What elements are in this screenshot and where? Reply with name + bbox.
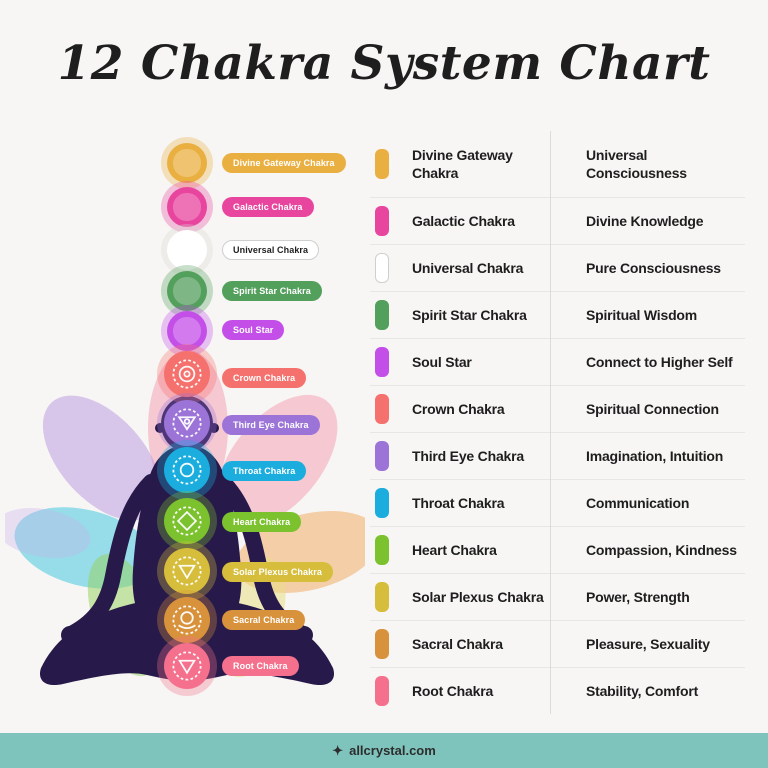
- chakra-dot-root: [157, 636, 217, 696]
- chakra-color-pill: [375, 535, 389, 565]
- footer-bar: ✦ allcrystal.com: [0, 733, 768, 768]
- table-column-divider: [550, 131, 551, 714]
- chakra-color-pill: [375, 488, 389, 518]
- chakra-color-pill: [375, 394, 389, 424]
- table-row: Heart Chakra Compassion, Kindness: [370, 527, 745, 574]
- chakra-dot-throat: [157, 440, 217, 500]
- chakra-color-pill: [375, 149, 389, 179]
- chakra-color-pill: [375, 300, 389, 330]
- page-title: 12 Chakra System Chart: [57, 36, 711, 91]
- table-row: Root Chakra Stability, Comfort: [370, 668, 745, 714]
- person-ear: [209, 423, 219, 433]
- chakra-meaning: Pleasure, Sexuality: [586, 635, 710, 652]
- chakra-meaning: Imagination, Intuition: [586, 447, 724, 464]
- chakra-meaning: Compassion, Kindness: [586, 541, 737, 558]
- lotus-petal: [5, 507, 91, 559]
- lotus-petal: [42, 395, 162, 521]
- chakra-name: Spirit Star Chakra: [412, 306, 527, 323]
- chakra-dot-divine-gateway: [161, 137, 213, 189]
- chakra-name: Soul Star: [412, 353, 472, 370]
- chakra-dot-third-eye: [157, 393, 217, 453]
- chakra-meaning: Pure Consciousness: [586, 259, 721, 276]
- throat-chakra-glyph: [172, 455, 202, 485]
- chakra-dot-heart: [157, 491, 217, 551]
- chakra-color-pill: [375, 206, 389, 236]
- chakra-name: Third Eye Chakra: [412, 447, 524, 464]
- chakra-color-pill: [375, 676, 389, 706]
- chakra-color-pill: [375, 629, 389, 659]
- chakra-meaning: Spiritual Wisdom: [586, 306, 698, 323]
- chakra-label-heart: Heart Chakra: [222, 512, 302, 532]
- chakra-label-universal: Universal Chakra: [222, 240, 320, 260]
- chakra-name: Heart Chakra: [412, 541, 497, 558]
- chakra-dot-sacral: [157, 590, 217, 650]
- chakra-meaning: Stability, Comfort: [586, 682, 699, 699]
- chakra-color-pill: [375, 582, 389, 612]
- chakra-meaning: Universal Consciousness: [586, 146, 687, 181]
- chakra-name: Universal Chakra: [412, 259, 524, 276]
- chakra-dot-universal: [161, 224, 213, 276]
- chakra-meaning: Divine Knowledge: [586, 212, 704, 229]
- chakra-name: Root Chakra: [412, 682, 494, 699]
- table-row: Third Eye Chakra Imagination, Intuition: [370, 433, 745, 480]
- chakra-table: Divine Gateway Chakra Universal Consciou…: [370, 131, 745, 714]
- table-row: Throat Chakra Communication: [370, 480, 745, 527]
- chakra-label-third-eye: Third Eye Chakra: [222, 415, 320, 435]
- footer-site: allcrystal.com: [349, 743, 436, 758]
- table-row: Galactic Chakra Divine Knowledge: [370, 198, 745, 245]
- chakra-meaning: Connect to Higher Self: [586, 353, 733, 370]
- chakra-label-crown: Crown Chakra: [222, 368, 307, 388]
- person-ear: [155, 423, 165, 433]
- chakra-label-soul-star: Soul Star: [222, 320, 285, 340]
- table-row: Sacral Chakra Pleasure, Sexuality: [370, 621, 745, 668]
- chakra-name: Galactic Chakra: [412, 212, 515, 229]
- chakra-name: Divine Gateway Chakra: [412, 146, 513, 181]
- table-row: Soul Star Connect to Higher Self: [370, 339, 745, 386]
- chakra-label-spirit-star: Spirit Star Chakra: [222, 281, 322, 301]
- crown-chakra-glyph: [172, 359, 202, 389]
- chakra-label-divine-gateway: Divine Gateway Chakra: [222, 153, 346, 173]
- chakra-label-solar-plexus: Solar Plexus Chakra: [222, 562, 333, 582]
- chakra-name: Crown Chakra: [412, 400, 505, 417]
- chakra-label-galactic: Galactic Chakra: [222, 197, 314, 217]
- table-row: Spirit Star Chakra Spiritual Wisdom: [370, 292, 745, 339]
- chakra-name: Throat Chakra: [412, 494, 505, 511]
- sparkle-icon: ✦: [332, 742, 344, 758]
- sacral-chakra-glyph: [172, 605, 202, 635]
- solar-plexus-chakra-glyph: [172, 556, 202, 586]
- chakra-meaning: Power, Strength: [586, 588, 690, 605]
- chakra-label-sacral: Sacral Chakra: [222, 610, 306, 630]
- chakra-dot-spirit-star: [161, 265, 213, 317]
- third-eye-chakra-glyph: [172, 408, 202, 438]
- chakra-color-pill: [375, 253, 389, 283]
- chakra-name: Solar Plexus Chakra: [412, 588, 544, 605]
- table-row: Solar Plexus Chakra Power, Strength: [370, 574, 745, 621]
- chakra-meaning: Spiritual Connection: [586, 400, 719, 417]
- heart-chakra-glyph: [172, 506, 202, 536]
- chakra-illustration: Divine Gateway Chakra Galactic Chakra Un…: [5, 128, 365, 710]
- table-row: Crown Chakra Spiritual Connection: [370, 386, 745, 433]
- chakra-name: Sacral Chakra: [412, 635, 503, 652]
- table-row: Universal Chakra Pure Consciousness: [370, 245, 745, 292]
- table-row: Divine Gateway Chakra Universal Consciou…: [370, 131, 745, 198]
- chakra-dot-galactic: [161, 181, 213, 233]
- chakra-dot-crown: [157, 344, 217, 404]
- chakra-label-root: Root Chakra: [222, 656, 299, 676]
- chakra-color-pill: [375, 441, 389, 471]
- chakra-color-pill: [375, 347, 389, 377]
- chakra-label-throat: Throat Chakra: [222, 461, 307, 481]
- chakra-dot-solar-plexus: [157, 541, 217, 601]
- chakra-dot-soul-star: [161, 305, 213, 357]
- root-chakra-glyph: [172, 651, 202, 681]
- chakra-meaning: Communication: [586, 494, 690, 511]
